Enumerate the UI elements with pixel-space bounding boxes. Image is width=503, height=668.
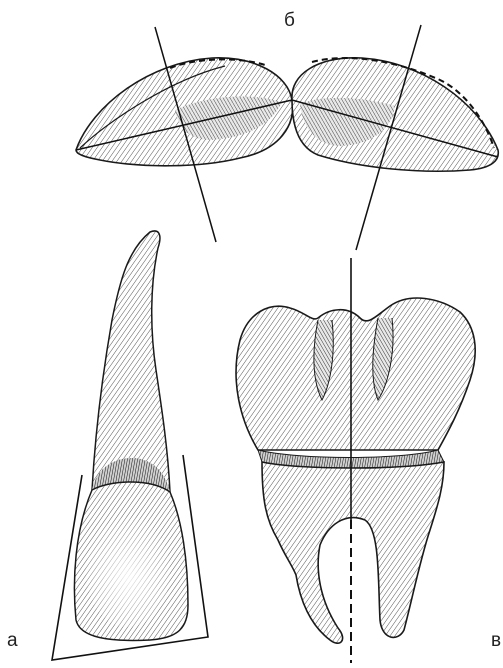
occlusal-view-pair <box>76 25 498 250</box>
label-b: б <box>284 11 295 30</box>
incisor-labial-view <box>52 231 208 660</box>
incisor-crown-highlight <box>86 517 170 627</box>
molar-roots <box>262 462 444 643</box>
molar-lateral-view <box>236 258 475 663</box>
label-v: в <box>491 631 501 650</box>
label-a: а <box>7 631 18 650</box>
incisor-root <box>92 231 170 492</box>
molar-crown <box>236 298 475 450</box>
